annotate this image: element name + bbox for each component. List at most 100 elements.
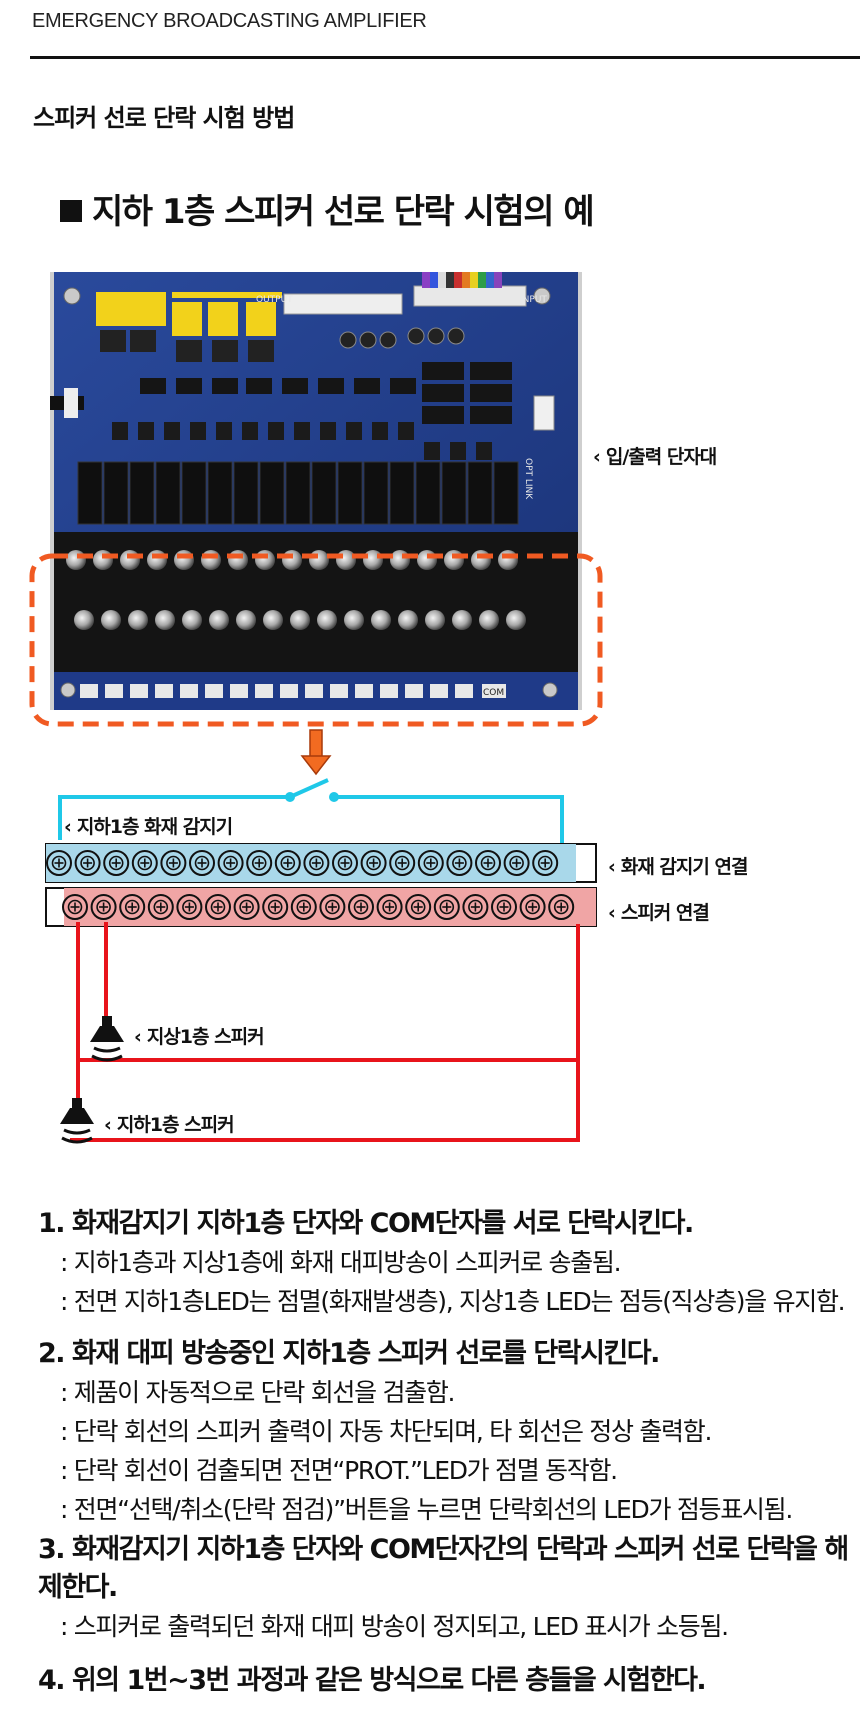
right-connector [533,395,555,431]
terminal-board-photo: OUTPUT INPUT OPT LINK [50,272,582,710]
step-title: 1. 화재감지기 지하1층 단자와 COM단자를 서로 단락시킨다. [38,1208,694,1239]
chevron-left-icon: ‹ [608,856,616,878]
wiring-diagram [45,778,597,1144]
terminal-icon [348,894,374,920]
terminal-icon [532,850,559,876]
terminal-icon [360,850,387,876]
terminal-tab [430,684,448,698]
input-connector [413,285,527,307]
header-title: EMERGENCY BROADCASTING AMPLIFIER [32,10,427,32]
section-title: 스피커 선로 단락 시험 방법 [33,104,295,132]
board-label-output: OUTPUT [256,295,293,305]
speaker-wire-basement-b [70,1060,580,1142]
terminal-screw-icon [101,610,121,630]
header-divider [30,56,860,59]
terminal-icon [290,894,317,920]
chevron-left-icon: ‹ [608,902,616,924]
ribbon-cable [422,272,502,288]
io-terminal-label: 입/출력 단자대 [605,446,717,468]
terminal-icon [119,894,146,920]
step-title: 4. 위의 1번~3번 과정과 같은 방식으로 다른 층들을 시험한다. [38,1665,707,1696]
terminal-icon [46,850,72,876]
terminal-icon [405,894,432,920]
step-line: : 전면 지하1층LED는 점멸(화재발생층), 지상1층 LED는 점등(직상… [60,1287,846,1316]
terminal-tab [180,684,198,698]
io-terminal-callout: ‹입/출력 단자대 [593,442,717,469]
terminal-screw-icon [425,610,445,630]
step-line: : 스피커로 출력되던 화재 대피 방송이 정지되고, LED 표시가 소등됨. [60,1612,729,1641]
terminal-tab [280,684,298,698]
relay-row [77,461,519,525]
terminal-icon [90,894,117,920]
transistors [112,422,492,460]
terminal-screw-icon [506,610,526,630]
mount-screw-icon [533,287,551,305]
step-line: : 단락 회선의 스피커 출력이 자동 차단되며, 타 회선은 정상 출력함. [60,1417,712,1446]
step-line: : 전면“선택/취소(단락 점검)”버튼을 누르면 단락회선의 LED가 점등표… [60,1495,793,1524]
fire-detector-conn-label: 화재 감지기 연결 [620,856,749,878]
board-label-com: COM [483,688,504,698]
square-bullet-icon [60,200,82,222]
terminal-icon [332,850,358,876]
side-connector [64,388,78,418]
fire-detector-wire-left [58,795,288,840]
step-line: : 단락 회선이 검출되면 전면“PROT.”LED가 점멸 동작함. [60,1456,618,1485]
ic-chips [140,362,512,424]
speaker-ground-label: 지상1층 스피커 [146,1026,265,1048]
speaker-ground-callout: ‹지상1층 스피커 [134,1022,265,1049]
terminal-screw-icon [263,610,283,630]
step-4: 4. 위의 1번~3번 과정과 같은 방식으로 다른 층들을 시험한다. [38,1662,848,1700]
step-1: 1. 화재감지기 지하1층 단자와 COM단자를 서로 단락시킨다. : 지하1… [38,1205,848,1321]
terminal-tab [355,684,373,698]
terminal-screw-icon [236,610,256,630]
mount-screw-icon [542,682,558,698]
terminal-tab [305,684,323,698]
chevron-left-icon: ‹ [104,1114,112,1136]
output-connector [283,293,403,315]
terminal-icon [389,850,416,876]
terminal-tab [380,684,398,698]
terminal-icon [246,850,273,876]
step-line: : 제품이 자동적으로 단락 회선을 검출함. [60,1378,456,1407]
terminal-screw-icon [371,610,391,630]
terminal-screw-icon [290,610,310,630]
board-label-input: INPUT [520,295,547,305]
mount-screw-icon [63,287,81,305]
down-arrow-icon [300,729,332,776]
terminal-icon [433,894,460,920]
terminal-icon [417,850,444,876]
terminal-icon [319,894,346,920]
fire-detector-label: 지하1층 화재 감지기 [76,816,233,838]
terminal-tab [230,684,248,698]
chevron-left-icon: ‹ [593,446,601,468]
terminal-icon [519,894,546,920]
terminal-icon [503,850,530,876]
terminal-screw-icon [317,610,337,630]
terminal-icon [233,894,260,920]
chevron-left-icon: ‹ [64,816,72,838]
terminal-icon [74,850,101,876]
terminal-icon [376,894,403,920]
mount-screw-icon [60,682,76,698]
terminal-icon [160,850,187,876]
speaker-basement-icon [60,1098,94,1144]
terminal-icon [548,894,575,920]
step-line: : 지하1층과 지상1층에 화재 대피방송이 스피커로 송출됨. [60,1248,622,1277]
capacitors [339,327,465,349]
terminal-tab [105,684,123,698]
terminal-screw-icon [398,610,418,630]
terminal-screw-icon [182,610,202,630]
terminal-icon [446,850,473,876]
terminal-screw-icon [128,610,148,630]
step-title: 3. 화재감지기 지하1층 단자와 COM단자간의 단락과 스피커 선로 단락을… [38,1534,849,1603]
terminal-label-tabs [80,684,473,698]
speaker-basement-label: 지하1층 스피커 [116,1114,235,1136]
chevron-left-icon: ‹ [134,1026,142,1048]
speaker-ground-icon [90,1016,124,1062]
test-steps: 1. 화재감지기 지하1층 단자와 COM단자를 서로 단락시킨다. : 지하1… [38,1205,849,1700]
board-label-opt-link: OPT LINK [523,458,533,500]
terminal-tab [455,684,473,698]
fire-detector-callout: ‹지하1층 화재 감지기 [64,812,233,839]
terminal-icon [176,894,203,920]
terminal-tab [80,684,98,698]
